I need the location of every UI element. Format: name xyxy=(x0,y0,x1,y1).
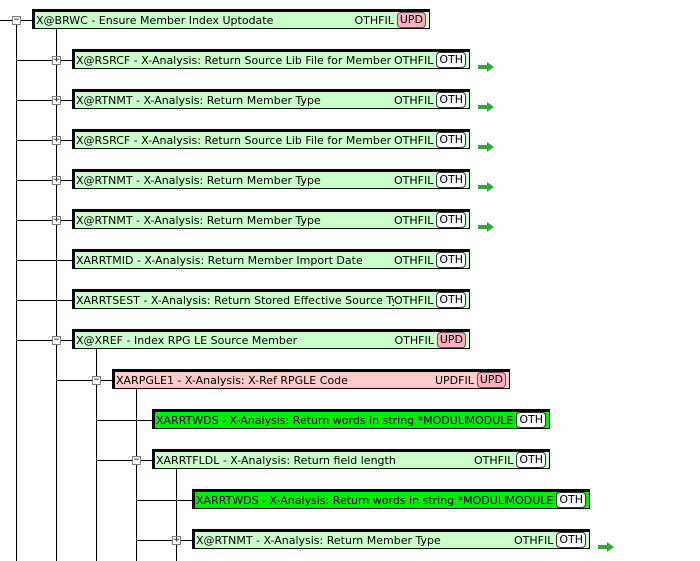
tree-node[interactable]: X@RSRCF - X-Analysis: Return Source Lib … xyxy=(72,49,470,69)
tree-connector xyxy=(136,385,137,561)
node-label: XARRTFLDL - X-Analysis: Return field len… xyxy=(156,453,396,467)
tree-node[interactable]: X@RTNMT - X-Analysis: Return Member Type… xyxy=(72,169,470,189)
tree-connector xyxy=(16,100,72,101)
node-type: OTHFIL xyxy=(513,533,554,547)
node-label: XARPGLE1 - X-Analysis: X-Ref RPGLE Code xyxy=(116,373,348,387)
node-type: OTHFIL xyxy=(393,173,434,187)
node-type: OTHFIL xyxy=(393,293,434,307)
status-badge: OTH xyxy=(516,412,546,428)
status-badge: OTH xyxy=(436,92,466,108)
status-badge: OTH xyxy=(436,172,466,188)
node-type: OTHFIL xyxy=(393,133,434,147)
status-badge: OTH xyxy=(556,492,586,508)
node-label: X@RTNMT - X-Analysis: Return Member Type xyxy=(76,173,321,187)
status-badge: OTH xyxy=(436,252,466,268)
node-type: OTHFIL xyxy=(393,213,434,227)
node-label: X@BRWC - Ensure Member Index Uptodate xyxy=(36,13,274,27)
tree-node[interactable]: XARRTSEST - X-Analysis: Return Stored Ef… xyxy=(72,289,470,309)
arrow-right-icon[interactable] xyxy=(478,142,494,152)
collapse-toggle[interactable]: − xyxy=(92,375,101,385)
tree-connector xyxy=(56,380,112,381)
tree-node[interactable]: XARPGLE1 - X-Analysis: X-Ref RPGLE Code U… xyxy=(112,369,510,389)
tree-node[interactable]: X@BRWC - Ensure Member Index Uptodate OTH… xyxy=(32,9,430,29)
status-badge: UPD xyxy=(436,332,466,348)
tree-connector xyxy=(96,420,152,421)
tree-node[interactable]: XARRTWDS - X-Analysis: Return words in s… xyxy=(152,409,550,429)
tree-connector xyxy=(96,460,152,461)
node-label: X@RSRCF - X-Analysis: Return Source Lib … xyxy=(76,133,392,147)
tree-connector xyxy=(16,60,72,61)
tree-connector xyxy=(16,140,72,141)
tree-connector xyxy=(56,25,57,561)
expand-toggle[interactable]: + xyxy=(52,55,61,65)
collapse-toggle[interactable]: − xyxy=(52,335,61,345)
tree-connector xyxy=(16,220,72,221)
expand-toggle[interactable]: + xyxy=(52,215,61,225)
arrow-right-icon[interactable] xyxy=(478,182,494,192)
status-badge: UPD xyxy=(476,372,506,388)
tree-connector xyxy=(136,500,192,501)
node-label: XARRTMID - X-Analysis: Return Member Imp… xyxy=(76,253,363,267)
node-type: MODULE xyxy=(465,413,514,427)
tree-node[interactable]: XARRTWDS - X-Analysis: Return words in s… xyxy=(192,489,590,509)
status-badge: OTH xyxy=(516,452,546,468)
node-label: XARRTWDS - X-Analysis: Return words in s… xyxy=(196,493,506,507)
status-badge: OTH xyxy=(436,52,466,68)
tree-node[interactable]: XARRTMID - X-Analysis: Return Member Imp… xyxy=(72,249,470,269)
status-badge: OTH xyxy=(556,532,586,548)
node-label: X@RTNMT - X-Analysis: Return Member Type xyxy=(196,533,441,547)
tree-connector xyxy=(16,260,72,261)
arrow-right-icon[interactable] xyxy=(478,62,494,72)
status-badge: OTH xyxy=(436,212,466,228)
tree-connector xyxy=(16,180,72,181)
tree-node[interactable]: XARRTFLDL - X-Analysis: Return field len… xyxy=(152,449,550,469)
node-label: X@RSRCF - X-Analysis: Return Source Lib … xyxy=(76,53,392,67)
node-label: XARRTWDS - X-Analysis: Return words in s… xyxy=(156,413,466,427)
node-label: XARRTSEST - X-Analysis: Return Stored Ef… xyxy=(76,293,394,307)
node-type: OTHFIL xyxy=(473,453,514,467)
collapse-toggle[interactable]: − xyxy=(12,15,21,25)
expand-toggle[interactable]: + xyxy=(172,535,181,545)
tree-node[interactable]: X@RTNMT - X-Analysis: Return Member Type… xyxy=(72,209,470,229)
tree-connector xyxy=(16,300,72,301)
node-label: X@RTNMT - X-Analysis: Return Member Type xyxy=(76,213,321,227)
node-type: MODULE xyxy=(505,493,554,507)
node-type: OTHFIL xyxy=(393,93,434,107)
status-badge: OTH xyxy=(436,132,466,148)
expand-toggle[interactable]: + xyxy=(52,135,61,145)
tree-connector xyxy=(16,25,17,561)
node-type: OTHFIL xyxy=(393,53,434,67)
node-type: OTHFIL xyxy=(394,333,434,347)
expand-toggle[interactable]: + xyxy=(52,95,61,105)
arrow-right-icon[interactable] xyxy=(598,542,614,552)
tree-connector xyxy=(96,345,97,561)
expand-toggle[interactable]: + xyxy=(52,175,61,185)
status-badge: OTH xyxy=(436,292,466,308)
tree-node[interactable]: X@RSRCF - X-Analysis: Return Source Lib … xyxy=(72,129,470,149)
tree-connector xyxy=(136,540,192,541)
arrow-right-icon[interactable] xyxy=(478,102,494,112)
node-label: X@RTNMT - X-Analysis: Return Member Type xyxy=(76,93,321,107)
tree-connector xyxy=(176,465,177,561)
tree-node[interactable]: X@RTNMT - X-Analysis: Return Member Type… xyxy=(192,529,590,549)
node-type: UPDFIL xyxy=(434,373,474,387)
node-label: X@XREF - Index RPG LE Source Member xyxy=(76,333,298,347)
collapse-toggle[interactable]: − xyxy=(132,455,141,465)
tree-node[interactable]: X@XREF - Index RPG LE Source Member OTHFI… xyxy=(72,329,470,349)
tree-connector xyxy=(16,340,72,341)
arrow-right-icon[interactable] xyxy=(478,222,494,232)
tree-node[interactable]: X@RTNMT - X-Analysis: Return Member Type… xyxy=(72,89,470,109)
node-type: OTHFIL xyxy=(393,253,434,267)
node-type: OTHFIL xyxy=(354,13,394,27)
status-badge: UPD xyxy=(396,12,426,28)
